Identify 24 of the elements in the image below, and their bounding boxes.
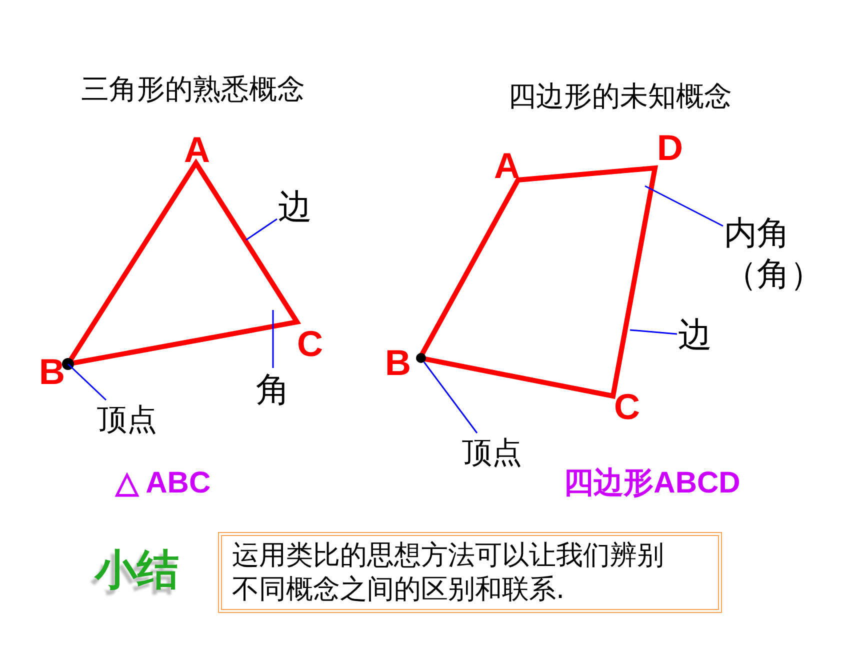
leader-line <box>272 310 274 368</box>
vertex-label: A <box>494 146 520 186</box>
vertex-label: D <box>657 128 683 168</box>
shape-name: 四边形ABCD <box>564 466 740 500</box>
leader-line <box>246 218 278 241</box>
part-label: 边 <box>678 314 712 356</box>
shape-name: △ ABC <box>115 466 211 500</box>
part-label: 顶点 <box>97 401 157 439</box>
vertex-label: B <box>385 343 411 383</box>
leader-line <box>423 362 478 434</box>
leader-line <box>630 329 678 335</box>
title: 四边形的未知概念 <box>508 82 732 112</box>
title: 三角形的熟悉概念 <box>81 74 305 106</box>
part-label: 角 <box>256 368 290 412</box>
vertex-label: B <box>39 352 65 392</box>
vertex-label: C <box>614 387 640 427</box>
leader-line <box>644 185 724 227</box>
summary-heading: 小结 <box>95 546 179 594</box>
part-label: 顶点 <box>462 434 522 472</box>
part-label: 内角（角） <box>724 212 828 294</box>
vertex-label: C <box>297 324 323 364</box>
part-label: 边 <box>278 186 312 228</box>
summary-box: 运用类比的思想方法可以让我们辨别不同概念之间的区别和联系. <box>218 532 722 613</box>
vertex-label: A <box>184 130 210 170</box>
